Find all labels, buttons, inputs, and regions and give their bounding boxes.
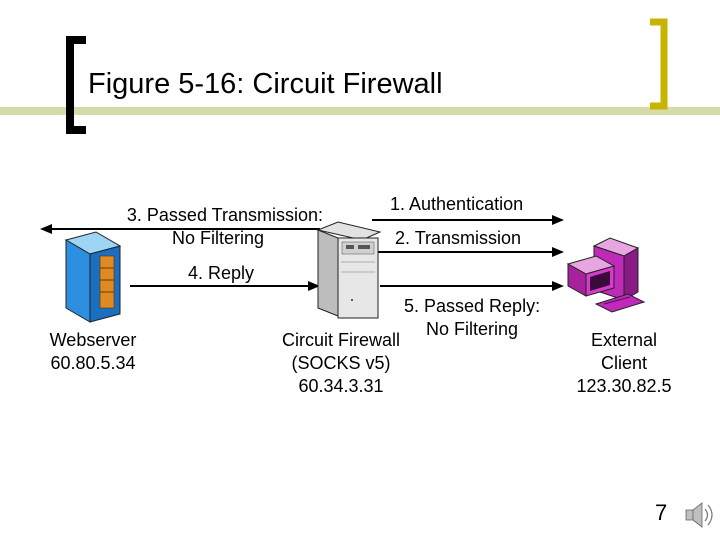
arrowhead-right xyxy=(552,281,564,291)
title-bracket-right xyxy=(650,18,668,110)
arrowhead-left xyxy=(40,224,52,234)
label-passed-reply-line1: 5. Passed Reply: xyxy=(404,296,541,316)
firewall-label: Circuit Firewall (SOCKS v5) 60.34.3.31 xyxy=(262,329,420,398)
webserver-ip: 60.80.5.34 xyxy=(50,353,136,373)
webserver-name: Webserver xyxy=(49,330,137,350)
firewall-protocol: (SOCKS v5) xyxy=(291,353,391,373)
label-reply: 4. Reply xyxy=(188,263,255,283)
label-transmission: 2. Transmission xyxy=(395,228,522,248)
label-authentication: 1. Authentication xyxy=(390,194,524,214)
speaker-icon[interactable] xyxy=(685,502,713,528)
client-label: External Client 123.30.82.5 xyxy=(560,329,688,398)
label-passed-reply: 5. Passed Reply: No Filtering xyxy=(404,295,540,341)
webserver-tower-icon xyxy=(64,231,122,323)
webserver-label: Webserver 60.80.5.34 xyxy=(30,329,156,375)
client-ip: 123.30.82.5 xyxy=(576,376,672,396)
arrowhead-right xyxy=(552,247,564,257)
label-passed-transmission-line1: 3. Passed Transmission: xyxy=(126,205,323,225)
page-number: 7 xyxy=(655,500,668,525)
client-computer-icon xyxy=(566,237,646,313)
arrowhead-right xyxy=(308,281,320,291)
label-passed-transmission: 3. Passed Transmission: No Filtering xyxy=(127,204,323,250)
title-bracket-left xyxy=(66,36,86,134)
slide-title: Figure 5-16: Circuit Firewall xyxy=(88,68,443,100)
accent-band xyxy=(0,107,720,115)
firewall-ip: 60.34.3.31 xyxy=(298,376,384,396)
firewall-server-icon xyxy=(316,221,382,319)
label-passed-reply-line2: No Filtering xyxy=(426,319,519,339)
label-passed-transmission-line2: No Filtering xyxy=(171,228,264,248)
client-name-line2: Client xyxy=(600,353,648,373)
arrowhead-right xyxy=(552,215,564,225)
client-name-line1: External xyxy=(590,330,658,350)
firewall-name: Circuit Firewall xyxy=(281,330,400,350)
